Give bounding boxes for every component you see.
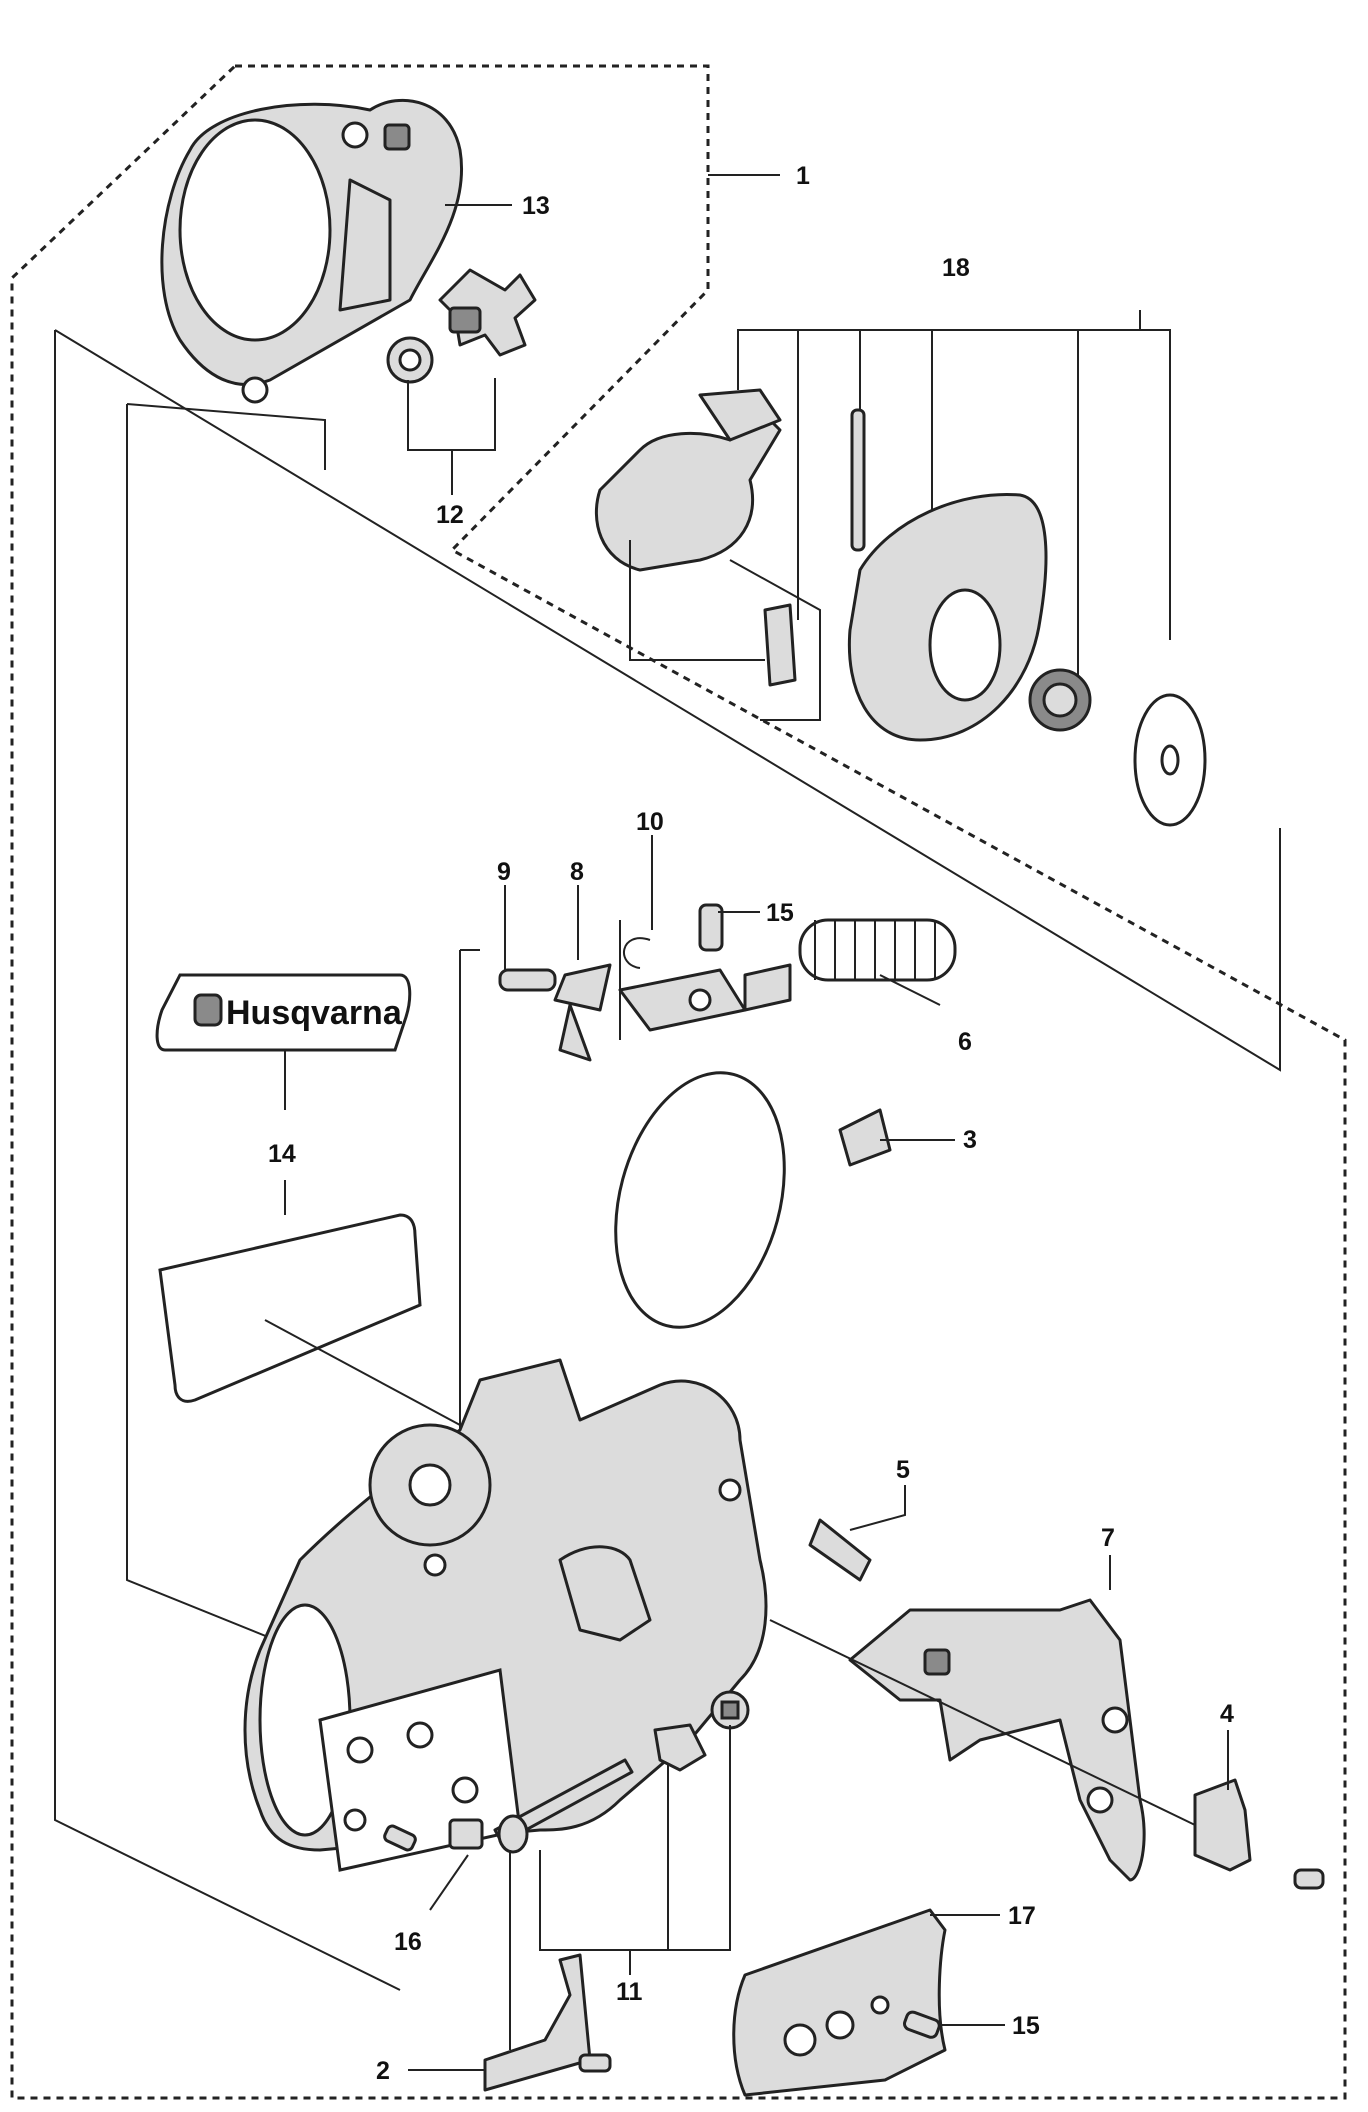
callout-4: 4: [1220, 1700, 1234, 1728]
callout-15-bottom: 15: [1012, 2012, 1040, 2040]
assembly-1-dashed-outline: [10, 64, 1347, 2100]
clutch-cover-part: [160, 98, 463, 404]
callout-10: 10: [636, 808, 664, 836]
chain-catcher-part: [1193, 1778, 1252, 1872]
callout-6: 6: [958, 1028, 972, 1056]
circlip-part: [623, 937, 651, 969]
callout-3: 3: [963, 1126, 977, 1154]
part-12-bracket-line: [407, 378, 496, 495]
frame-line-left-outer: [54, 329, 1281, 1991]
callout-2: 2: [376, 2057, 390, 2085]
brake-spring-coil-part: [798, 918, 957, 982]
screw-15-top-part: [698, 903, 724, 952]
husqvarna-logo-text: Husqvarna: [226, 994, 403, 1032]
callout-17: 17: [1008, 1902, 1036, 1930]
callout-13: 13: [522, 192, 550, 220]
leader-5: [849, 1485, 906, 1531]
callout-9: 9: [497, 858, 511, 886]
callout-14: 14: [268, 1140, 296, 1168]
sleeve-bushing-part: [808, 1518, 872, 1582]
screw-16-part: [383, 1824, 417, 1852]
mechanism-frame: [459, 920, 621, 1430]
callout-18: 18: [942, 254, 970, 282]
callout-11: 11: [616, 1978, 643, 2006]
callout-8: 8: [570, 858, 584, 886]
chain-line-to-4: [769, 1619, 1196, 1826]
brake-lever-part: [594, 388, 782, 572]
clutch-bearing-part: [1028, 668, 1092, 732]
square-nut-part: [448, 1818, 484, 1850]
chain-catch-part: [483, 1953, 592, 2092]
callout-1: 1: [796, 162, 810, 190]
guide-plate-part: [732, 1908, 947, 2097]
callout-5: 5: [896, 1456, 910, 1484]
leader-2: [408, 1850, 511, 2071]
washer-part: [1133, 693, 1207, 827]
screw-2-part: [578, 2053, 612, 2073]
part-18-lower-bracket: [629, 540, 821, 721]
shoulder-screw-part: [498, 968, 557, 992]
frame-line-left-inner: [126, 403, 326, 1661]
leader-16: [429, 1854, 469, 1911]
tensioner-nut-part: [653, 1723, 707, 1772]
screw-4-part: [1293, 1868, 1325, 1890]
chain-brake-cover-housing: [243, 1358, 768, 1872]
clutch-drum-cover-part: [847, 492, 1048, 742]
chain-guard-plate-part: [848, 1598, 1146, 1882]
brake-pin-part: [850, 408, 866, 552]
callout-7: 7: [1101, 1524, 1115, 1552]
tensioner-pinion-gear-part: [386, 336, 434, 384]
callout-16: 16: [394, 1928, 422, 1956]
tensioner-gear-part: [710, 1690, 750, 1730]
leader-6: [879, 974, 941, 1006]
brake-lever-spring-part: [553, 963, 612, 1062]
decal-label-part: [158, 1213, 422, 1403]
brake-link-part: [618, 963, 792, 1032]
brake-spring-part: [763, 603, 797, 687]
decal-to-cover-line: [264, 1319, 461, 1426]
callout-15-top: 15: [766, 899, 794, 927]
part-11-bracket-line: [539, 1725, 731, 1975]
callout-12: 12: [436, 501, 464, 529]
brake-band-part: [614, 1071, 892, 1329]
tensioner-screw-part: [493, 1758, 634, 1854]
screw-15-bottom-part: [903, 2010, 941, 2039]
husqvarna-logo-badge: Husqvarna: [155, 973, 412, 1052]
tensioner-star-knob-part: [438, 268, 537, 357]
